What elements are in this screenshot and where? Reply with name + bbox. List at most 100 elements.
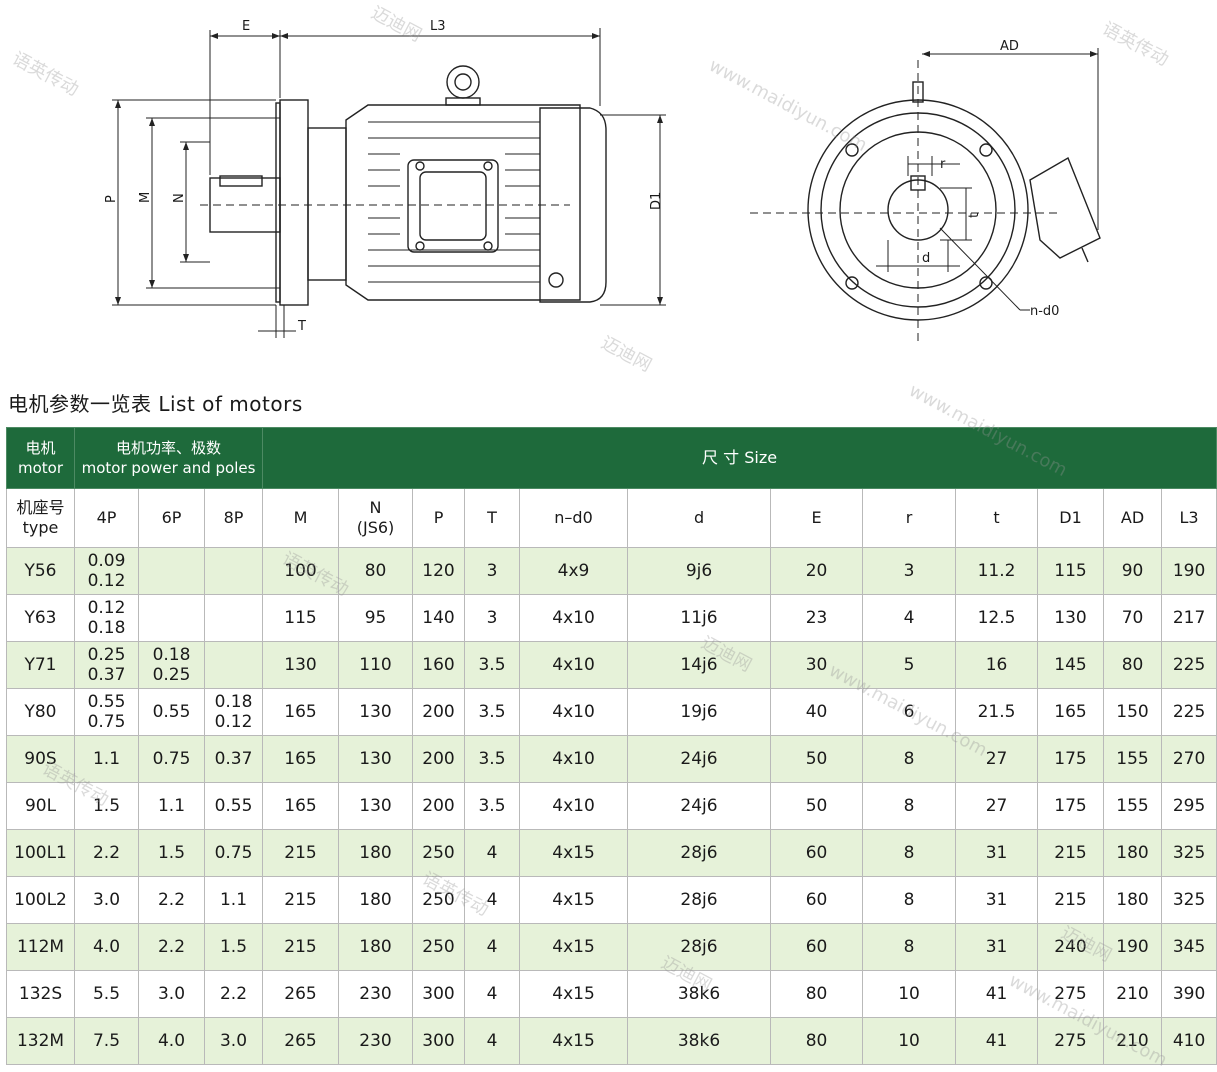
cell-L3: 295 [1161, 782, 1217, 830]
cell-M: 215 [262, 876, 340, 924]
cell-type: Y71 [6, 641, 75, 689]
cell-p6: 2.2 [138, 923, 205, 971]
cell-E: 50 [770, 782, 864, 830]
cell-p8: 1.5 [203, 923, 264, 971]
cell-T: 4 [464, 970, 521, 1018]
cell-d: 28j6 [627, 829, 772, 877]
cell-E: 80 [770, 970, 864, 1018]
cell-nd0: 4x15 [519, 1017, 629, 1065]
label-T: T [297, 319, 306, 334]
col-T: T [464, 488, 521, 548]
cell-type: 90L [6, 782, 75, 830]
cell-T: 3.5 [464, 641, 521, 689]
cell-T: 3.5 [464, 782, 521, 830]
cell-E: 30 [770, 641, 864, 689]
cell-d: 38k6 [627, 1017, 772, 1065]
cell-r: 10 [862, 1017, 957, 1065]
cell-L3: 225 [1161, 641, 1217, 689]
header-size: 尺 寸 Size [262, 427, 1217, 489]
col-D1: D1 [1037, 488, 1105, 548]
cell-nd0: 4x10 [519, 594, 629, 642]
cell-N: 80 [338, 547, 414, 595]
cell-N: 230 [338, 1017, 414, 1065]
cell-p8 [203, 547, 264, 595]
drain-plug [548, 272, 564, 288]
cell-M: 115 [262, 594, 340, 642]
cell-d: 19j6 [627, 688, 772, 736]
cell-AD: 90 [1103, 547, 1163, 595]
cell-L3: 225 [1161, 688, 1217, 736]
label-t: t [967, 213, 982, 218]
label-d: d [922, 251, 930, 266]
col-M: M [262, 488, 340, 548]
label-n-d0: n-d0 [1030, 304, 1059, 319]
cell-p6 [138, 594, 205, 642]
cell-nd0: 4x15 [519, 876, 629, 924]
cell-P: 300 [412, 1017, 466, 1065]
cell-M: 265 [262, 970, 340, 1018]
cell-nd0: 4x10 [519, 735, 629, 783]
cell-D1: 275 [1037, 1017, 1105, 1065]
cell-T: 4 [464, 1017, 521, 1065]
cell-AD: 180 [1103, 876, 1163, 924]
cell-t: 31 [955, 876, 1039, 924]
cell-p6: 1.5 [138, 829, 205, 877]
cell-N: 130 [338, 688, 414, 736]
cell-E: 60 [770, 829, 864, 877]
cell-P: 250 [412, 876, 466, 924]
col-6p: 6P [138, 488, 205, 548]
table-header-row-2: 机座号 type 4P 6P 8P M N (JS6) P T n–d0 d E… [6, 488, 1217, 548]
label-L3: L3 [430, 19, 446, 34]
cell-d: 9j6 [627, 547, 772, 595]
cell-N: 180 [338, 923, 414, 971]
cell-d: 14j6 [627, 641, 772, 689]
cell-T: 4 [464, 829, 521, 877]
col-d: d [627, 488, 772, 548]
front-terminal-box [1029, 156, 1101, 259]
cell-t: 27 [955, 782, 1039, 830]
cell-p8: 3.0 [203, 1017, 264, 1065]
cell-E: 60 [770, 923, 864, 971]
cell-L3: 345 [1161, 923, 1217, 971]
cell-P: 160 [412, 641, 466, 689]
cell-AD: 210 [1103, 970, 1163, 1018]
cell-d: 28j6 [627, 876, 772, 924]
cell-E: 80 [770, 1017, 864, 1065]
label-r: r [940, 157, 946, 172]
cell-E: 40 [770, 688, 864, 736]
cell-L3: 325 [1161, 829, 1217, 877]
shaft-key [219, 175, 263, 187]
cell-d: 24j6 [627, 735, 772, 783]
cell-t: 16 [955, 641, 1039, 689]
cell-type: 100L1 [6, 829, 75, 877]
col-N: N (JS6) [338, 488, 414, 548]
cell-r: 6 [862, 688, 957, 736]
cell-r: 3 [862, 547, 957, 595]
cell-t: 41 [955, 970, 1039, 1018]
col-type: 机座号 type [6, 488, 75, 548]
col-P: P [412, 488, 466, 548]
cell-t: 12.5 [955, 594, 1039, 642]
cell-t: 31 [955, 923, 1039, 971]
cell-D1: 175 [1037, 782, 1105, 830]
cell-M: 165 [262, 688, 340, 736]
cell-r: 5 [862, 641, 957, 689]
cell-nd0: 4x10 [519, 688, 629, 736]
cell-type: 132S [6, 970, 75, 1018]
cell-AD: 70 [1103, 594, 1163, 642]
motor-body [345, 104, 581, 301]
cell-t: 21.5 [955, 688, 1039, 736]
cell-type: Y80 [6, 688, 75, 736]
col-4p: 4P [74, 488, 139, 548]
flange-plate [279, 99, 309, 306]
cell-E: 60 [770, 876, 864, 924]
cell-E: 20 [770, 547, 864, 595]
cell-N: 180 [338, 829, 414, 877]
motor-parameter-table: 电机 motor 电机功率、极数 motor power and poles 尺… [6, 427, 1217, 1065]
